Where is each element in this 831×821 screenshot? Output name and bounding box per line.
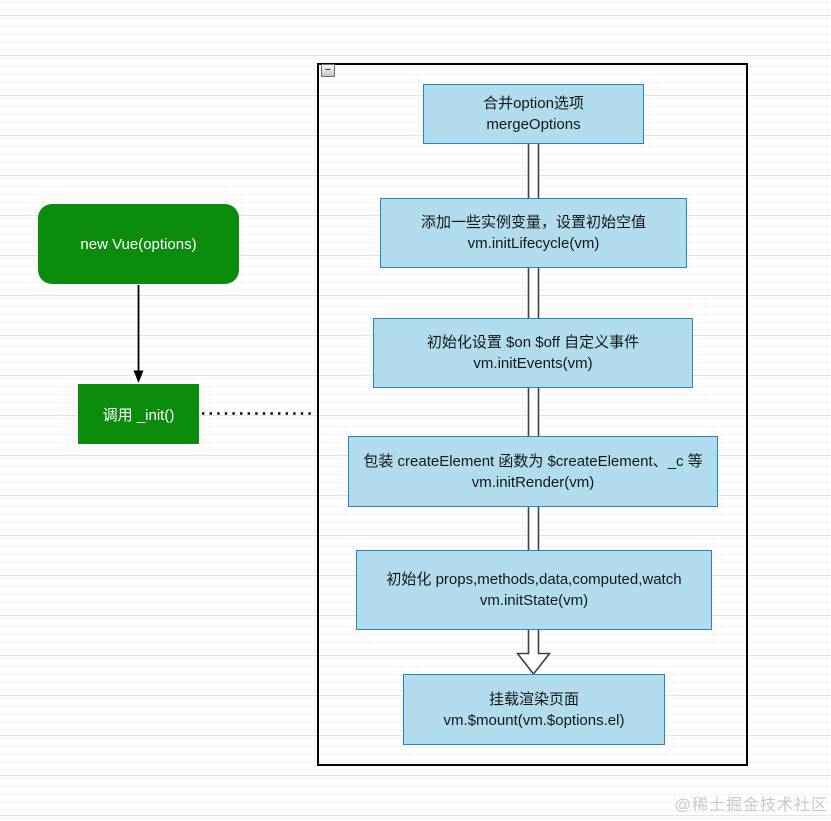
minus-icon: − <box>324 64 332 76</box>
step-code: mergeOptions <box>486 116 581 133</box>
node-call-init-label: 调用 _init() <box>102 406 175 424</box>
node-new-vue-label: new Vue(options) <box>80 235 197 253</box>
collapse-button[interactable]: − <box>321 64 335 77</box>
step-title: 挂载渲染页面 <box>488 690 579 708</box>
step-init-lifecycle: 添加一些实例变量，设置初始空值 vm.initLifecycle(vm) <box>380 198 687 268</box>
step-code: vm.initState(vm) <box>479 592 589 609</box>
step-title: 初始化 props,methods,data,computed,watch <box>386 571 682 588</box>
node-call-init: 调用 _init() <box>78 384 199 444</box>
edge-newvue-arrowhead-icon <box>133 370 144 383</box>
step-init-events: 初始化设置 $on $off 自定义事件 vm.initEvents(vm) <box>373 318 693 388</box>
step-title: 包装 createElement 函数为 $createElement、_c 等 <box>363 452 703 470</box>
step-init-state: 初始化 props,methods,data,computed,watch vm… <box>356 550 712 630</box>
step-code: vm.initLifecycle(vm) <box>467 235 600 252</box>
step-title: 合并option选项 <box>483 95 584 112</box>
node-new-vue: new Vue(options) <box>38 204 239 284</box>
step-mount: 挂载渲染页面 vm.$mount(vm.$options.el) <box>403 674 665 745</box>
step-code: vm.initRender(vm) <box>471 473 595 491</box>
step-title: 初始化设置 $on $off 自定义事件 <box>426 334 640 351</box>
watermark: @稀土掘金技术社区 <box>674 797 828 814</box>
step-code: vm.initEvents(vm) <box>473 355 593 372</box>
step-title: 添加一些实例变量，设置初始空值 <box>420 214 646 231</box>
step-merge-options: 合并option选项 mergeOptions <box>423 84 644 144</box>
step-init-render: 包装 createElement 函数为 $createElement、_c 等… <box>348 436 718 507</box>
step-code: vm.$mount(vm.$options.el) <box>443 711 625 729</box>
steps-group-frame <box>317 63 748 766</box>
